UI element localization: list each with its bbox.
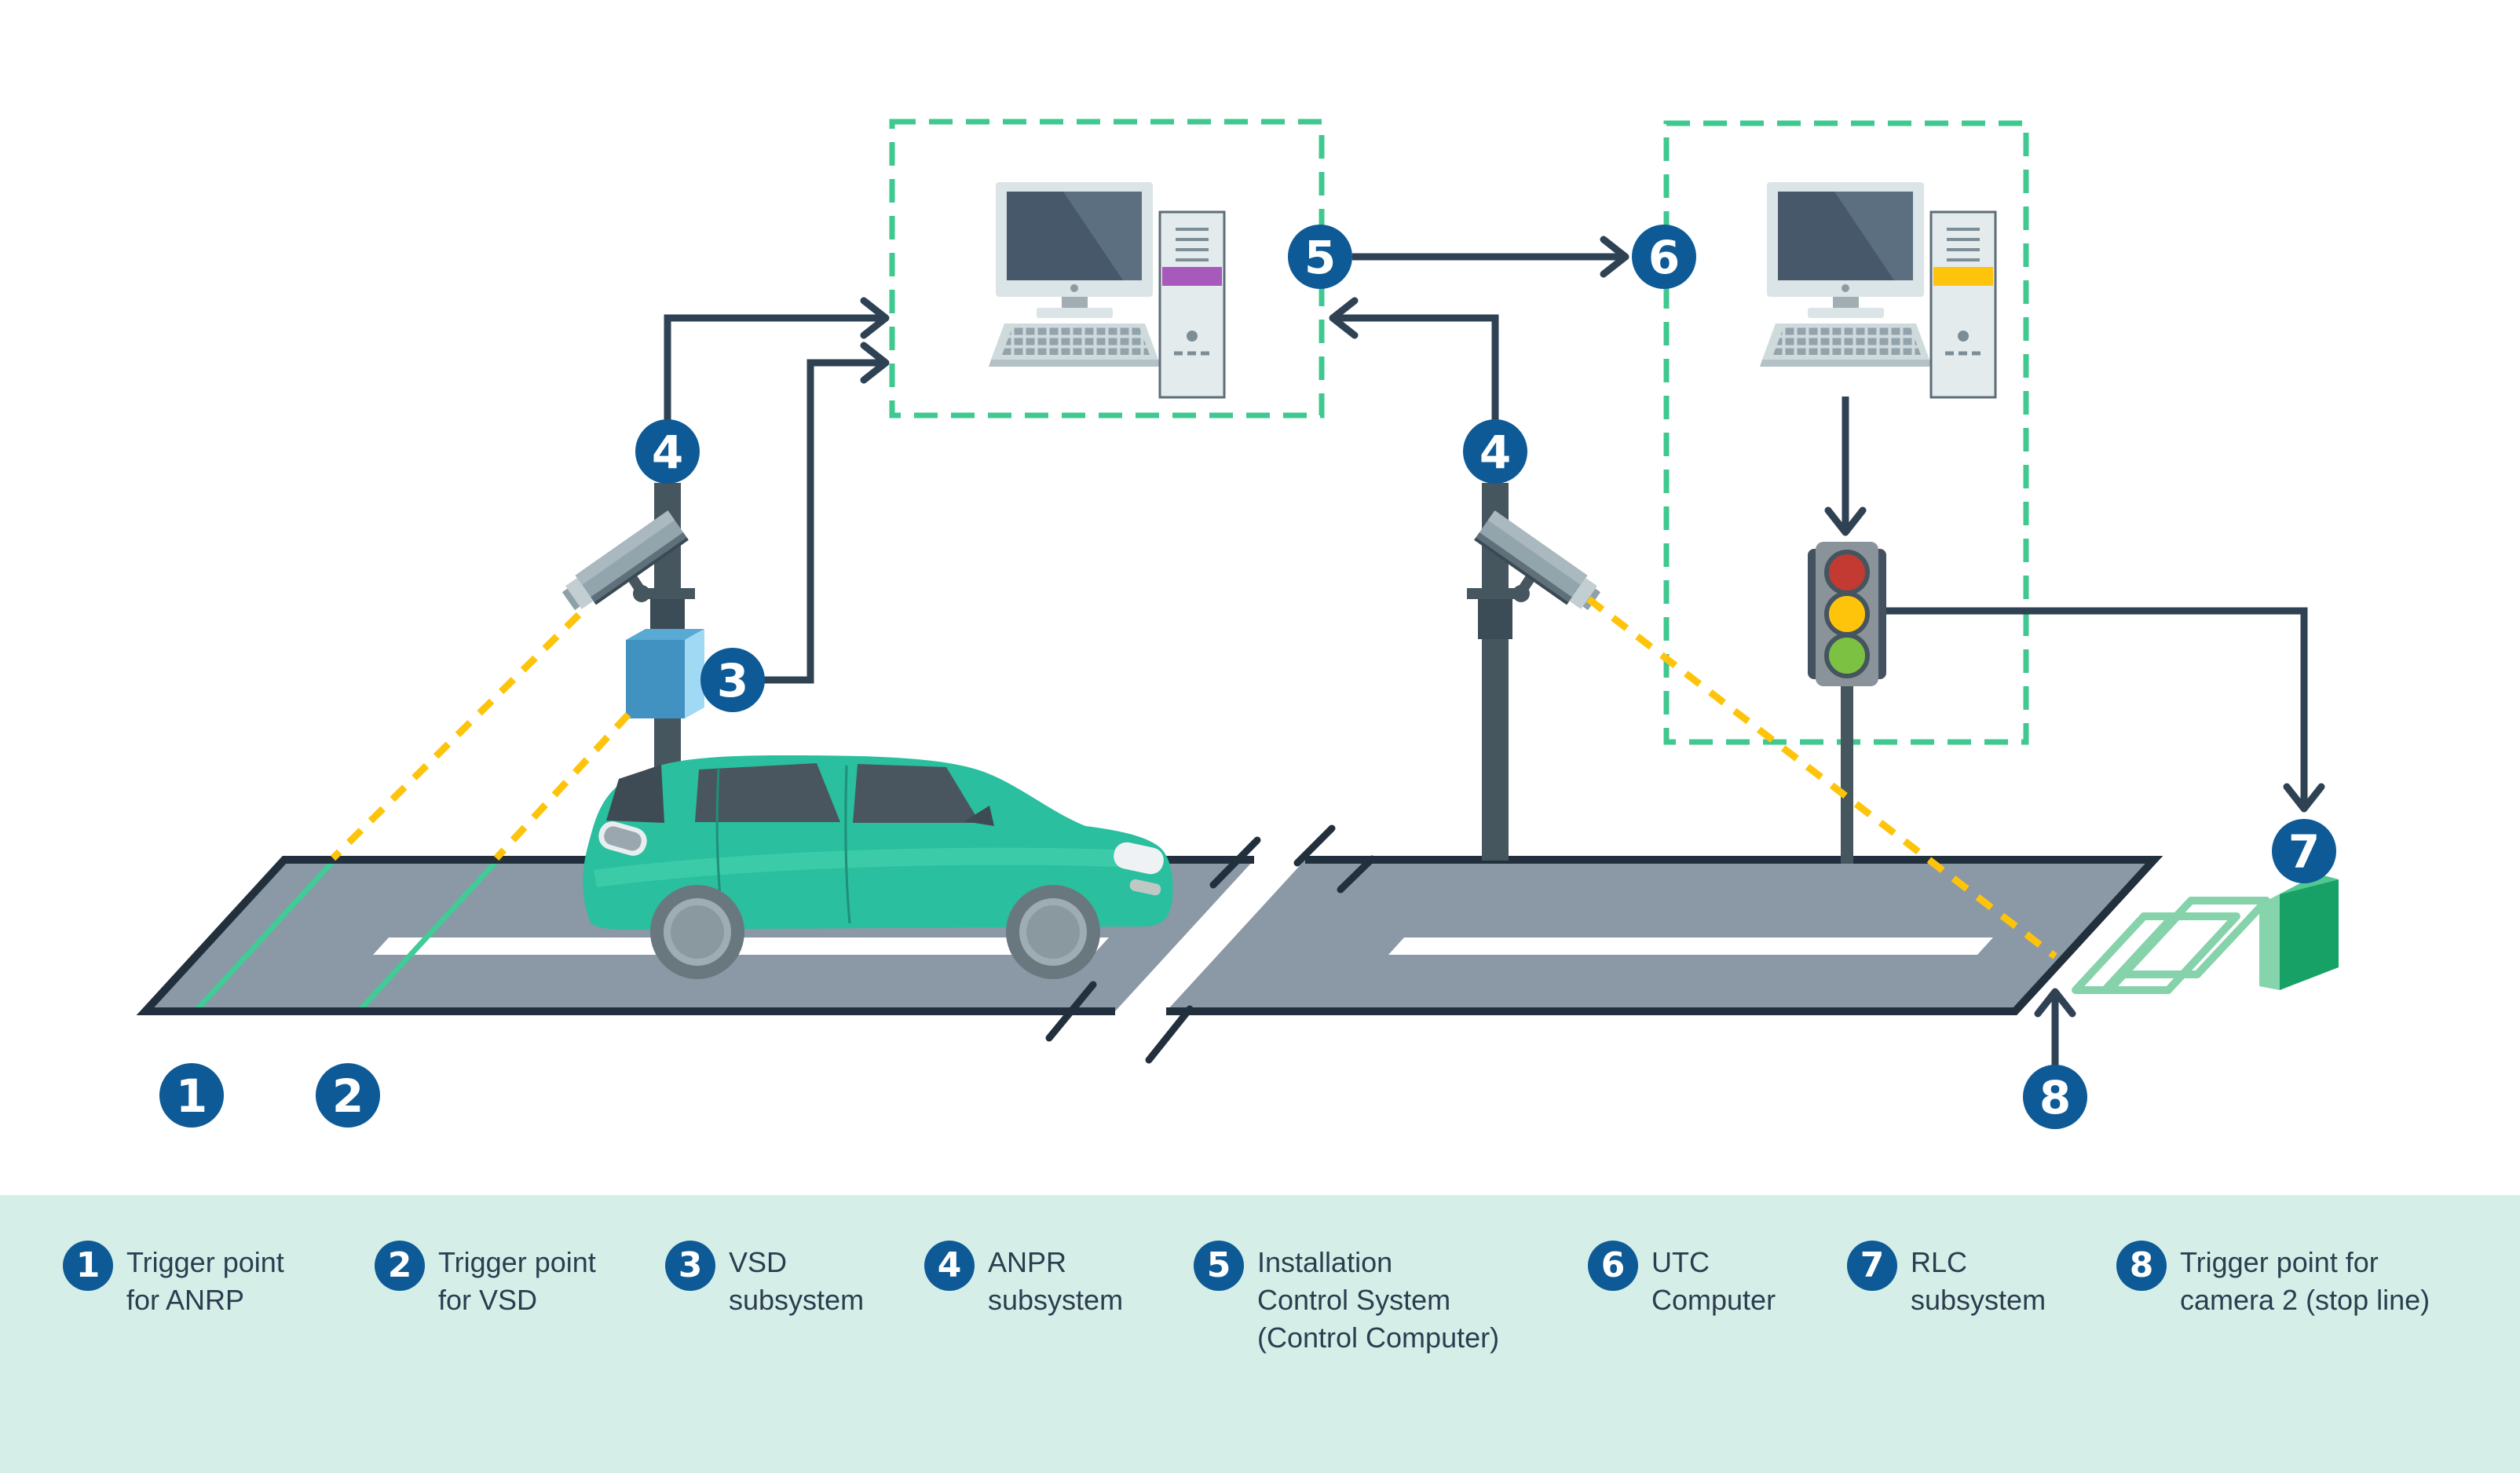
legend-text-6: UTC Computer <box>1651 1246 1776 1316</box>
svg-text:2: 2 <box>332 1069 364 1123</box>
control-computer <box>989 182 1224 397</box>
legend-item-1: 1 Trigger point for ANRP <box>63 1237 284 1319</box>
control-computer-stripe <box>1162 267 1222 286</box>
stop-line-marking <box>2072 897 2270 994</box>
arrow-camera-left-to-ics <box>664 297 890 422</box>
svg-text:3: 3 <box>717 654 748 707</box>
car-rear-wheel <box>650 885 744 979</box>
car-front-door-window <box>853 764 980 823</box>
svg-text:7: 7 <box>2288 825 2320 879</box>
legend-item-8: 8 Trigger point for camera 2 (stop line) <box>2116 1237 2430 1319</box>
badge-7: 7 <box>2272 819 2336 883</box>
arrow-ics-to-utc <box>1352 236 1629 278</box>
car-taillight <box>598 821 647 856</box>
camera-pole-right <box>1467 483 1604 861</box>
vsd-box <box>626 629 704 718</box>
arrow-vsd-to-ics <box>764 342 890 684</box>
sightline-camera1-to-trigger1 <box>330 612 582 861</box>
badge-1: 1 <box>159 1063 224 1128</box>
amber-light <box>1824 591 1870 637</box>
legend-text-5: Installation Control System (Control Com… <box>1257 1246 1500 1354</box>
car-rear-door-window <box>695 763 840 822</box>
legend-badge-5: 5 <box>1194 1241 1244 1291</box>
legend-text-4: ANPR subsystem <box>988 1246 1124 1316</box>
badge-2: 2 <box>316 1063 380 1128</box>
car <box>583 755 1173 979</box>
road-break-ticks <box>1045 824 1376 1064</box>
badge-4-right: 4 <box>1463 419 1527 484</box>
arrow-utc-to-traffic-light <box>1824 397 1867 536</box>
legend-badge-7: 7 <box>1847 1241 1897 1291</box>
legend-text-2: Trigger point for VSD <box>438 1246 596 1316</box>
car-front-wheel <box>1006 885 1100 979</box>
legend-item-3: 3 VSD subsystem <box>665 1237 864 1319</box>
legend-item-7: 7 RLC subsystem <box>1847 1237 2046 1319</box>
trigger-line-1 <box>192 859 335 1015</box>
svg-text:4: 4 <box>1479 426 1511 479</box>
sight-lines <box>330 596 2057 959</box>
legend-item-5: 5 Installation Control System (Control C… <box>1194 1237 1499 1357</box>
lane-marking-right <box>1388 938 1993 955</box>
svg-text:5: 5 <box>1304 231 1336 284</box>
car-body-highlight <box>594 847 1156 887</box>
rlc-box <box>2259 874 2339 990</box>
legend: 1 Trigger point for ANRP 2 Trigger point… <box>0 1195 2520 1473</box>
legend-badge-6: 6 <box>1588 1241 1638 1291</box>
badge-5: 5 <box>1288 225 1352 289</box>
svg-text:6: 6 <box>1648 231 1680 284</box>
legend-text-7: RLC subsystem <box>1911 1246 2046 1316</box>
car-headlight <box>1114 842 1164 896</box>
road-right <box>1166 856 2163 1015</box>
badge-4-left: 4 <box>635 419 700 484</box>
sightline-vsd-to-trigger2 <box>493 711 631 861</box>
utc-computer-stripe <box>1933 267 1993 286</box>
svg-text:8: 8 <box>2039 1071 2071 1124</box>
car-rear-window <box>606 765 664 823</box>
green-light <box>1824 633 1870 678</box>
sightline-camera2-to-stopline <box>1586 596 2057 959</box>
badge-8: 8 <box>2023 1065 2087 1129</box>
badge-6: 6 <box>1632 225 1696 289</box>
legend-badge-3: 3 <box>665 1241 715 1291</box>
trigger-line-2 <box>355 859 499 1015</box>
arrow-traffic-light-to-rlc <box>1883 607 2325 813</box>
arrow-camera-right-to-ics <box>1329 297 1499 422</box>
legend-text-1: Trigger point for ANRP <box>126 1246 284 1316</box>
legend-badge-2: 2 <box>375 1241 425 1291</box>
legend-badge-8: 8 <box>2116 1241 2167 1291</box>
legend-item-4: 4 ANPR subsystem <box>924 1237 1123 1319</box>
legend-item-6: 6 UTC Computer <box>1588 1237 1776 1319</box>
traffic-light-pole <box>1841 686 1853 864</box>
utc-computer <box>1760 182 1995 397</box>
legend-badge-4: 4 <box>924 1241 975 1291</box>
legend-badge-1: 1 <box>63 1241 113 1291</box>
badge-3: 3 <box>700 648 765 712</box>
legend-item-2: 2 Trigger point for VSD <box>375 1237 596 1319</box>
svg-text:1: 1 <box>176 1069 207 1123</box>
legend-text-3: VSD subsystem <box>729 1246 865 1316</box>
traffic-light <box>1808 542 1886 864</box>
svg-text:4: 4 <box>652 426 683 479</box>
car-mirror <box>964 806 994 826</box>
arrow-badge8-to-stopline <box>2034 988 2076 1065</box>
legend-text-8: Trigger point for camera 2 (stop line) <box>2180 1246 2430 1316</box>
red-light <box>1824 550 1870 595</box>
